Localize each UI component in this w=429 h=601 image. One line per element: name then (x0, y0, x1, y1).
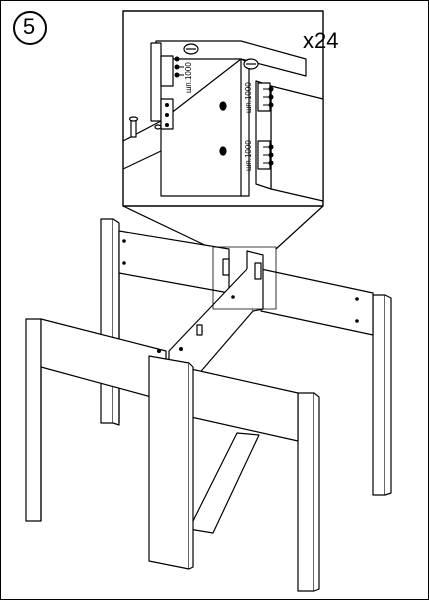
quantity-label: x24 (303, 28, 339, 53)
lower-stretcher (188, 432, 260, 534)
detail-right-rail (270, 85, 324, 202)
detail-callout (122, 10, 324, 250)
magnified-region-box (212, 246, 277, 310)
right-frame-panel (260, 268, 374, 336)
detail-leader-line (275, 205, 324, 250)
step-number-badge: 5 (9, 7, 49, 47)
detail-leader-line (122, 205, 214, 250)
detail-left-panel (150, 42, 162, 122)
front-right-leg (297, 392, 315, 592)
table-frame (25, 218, 392, 592)
step-number: 5 (22, 14, 36, 39)
back-left-leg (100, 218, 114, 424)
back-frame-panel (118, 230, 230, 294)
dowel-label: шп.1000 (184, 62, 193, 93)
detail-hole (219, 101, 227, 111)
dowel-label: шп.1000 (244, 82, 253, 113)
dowel-label: шп.1000 (244, 140, 253, 171)
frame-fittings (196, 258, 262, 336)
right-leg (372, 294, 386, 496)
detail-bolt-icon (128, 116, 162, 138)
detail-hole (219, 146, 227, 156)
front-left-leg (25, 318, 42, 522)
center-vertical-panel (148, 355, 190, 570)
front-right-frame-panel (190, 368, 299, 442)
step-circle-icon (13, 11, 47, 45)
